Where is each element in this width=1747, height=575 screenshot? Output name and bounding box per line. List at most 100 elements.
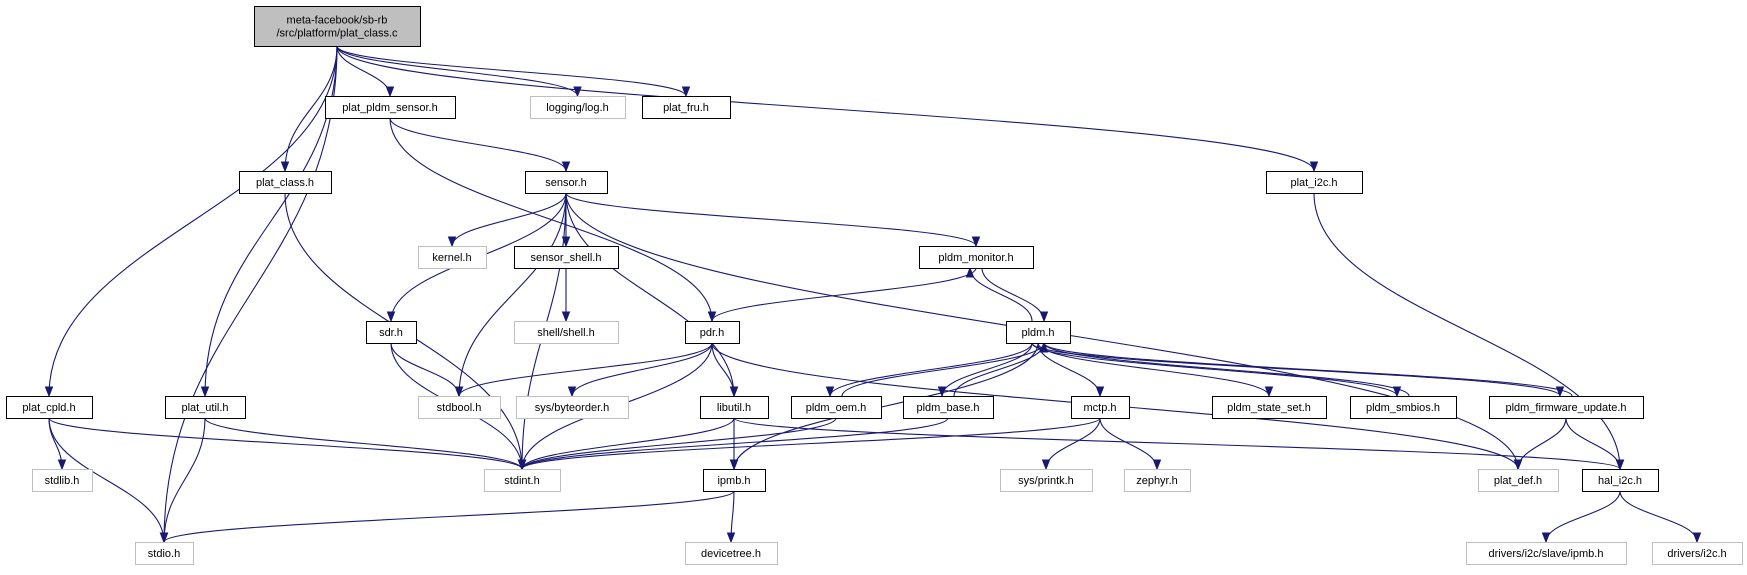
edge-line [829,342,1033,397]
arrowhead-icon [200,386,210,398]
node-box [254,6,421,47]
node-root[interactable]: meta-facebook/sb-rb/src/platform/plat_cl… [254,6,421,47]
edge-line [841,342,1045,397]
node-pldm[interactable]: pldm.h [1006,321,1071,344]
node-label: pldm.h [1021,327,1054,339]
node-box [418,246,487,269]
edge-line [1313,192,1621,470]
node-label: shell/shell.h [537,327,594,339]
node-plat-util[interactable]: plat_util.h [165,396,246,419]
edge-line [204,417,523,470]
edge-root-to-plat_fru [336,45,691,98]
node-label: plat_fru.h [663,102,709,114]
node-pldm-smbios[interactable]: pldm_smbios.h [1350,396,1457,419]
edge-pldm_smbios-to-pldm [1039,341,1410,397]
edge-pdr-to-libutil [711,342,739,398]
node-sys-printk: sys/printk.h [1000,469,1093,492]
node-stdlib: stdlib.h [32,469,93,492]
node-pdr[interactable]: pdr.h [685,321,740,344]
node-ipmb[interactable]: ipmb.h [703,469,766,492]
node-plat-class-h[interactable]: plat_class.h [239,171,332,194]
node-label: hal_i2c.h [1598,475,1642,487]
node-libutil[interactable]: libutil.h [700,396,769,419]
node-plat-fru[interactable]: plat_fru.h [642,96,731,119]
edge-pldm-to-pldm_base [937,342,1033,398]
arrowhead-icon [825,386,835,398]
node-plat-pldm-sensor[interactable]: plat_pldm_sensor.h [325,96,456,119]
node-box [1582,469,1659,492]
node-pldm-state-set[interactable]: pldm_state_set.h [1212,396,1327,419]
edge-libutil-to-stdint [517,417,735,471]
edge-line [981,267,1045,322]
node-label: sys/printk.h [1018,475,1074,487]
node-box [325,96,456,119]
arrowhead-icon [1615,459,1625,471]
node-sensor-shell[interactable]: sensor_shell.h [514,246,619,269]
edge-line [1043,342,1573,397]
node-plat-i2c[interactable]: plat_i2c.h [1266,171,1363,194]
node-label: pldm_state_set.h [1227,402,1311,414]
node-pldm-base[interactable]: pldm_base.h [903,396,994,419]
node-box [919,246,1034,269]
node-box [32,469,93,492]
edge-line [521,417,949,470]
node-zephyr: zephyr.h [1124,469,1191,492]
edge-line [711,267,977,322]
node-box [1478,469,1559,492]
node-label: pldm_base.h [917,402,980,414]
edge-root-to-stdio [159,45,338,544]
arrowhead-icon [44,386,54,398]
arrowhead-icon [1555,386,1565,398]
edge-line [521,417,837,470]
arrowhead-icon [57,459,67,471]
node-label: zephyr.h [1136,475,1178,487]
arrowhead-icon [1041,459,1051,471]
node-box [1652,542,1743,565]
node-box [1466,542,1627,565]
node-pldm-monitor[interactable]: pldm_monitor.h [919,246,1034,269]
node-box [1489,396,1644,419]
node-sdr[interactable]: sdr.h [366,321,417,344]
edge-line [336,45,1315,172]
node-box [514,246,619,269]
edge-line [284,45,338,172]
node-box [366,321,417,344]
edge-line [953,342,1045,397]
node-logging-log: logging/log.h [530,96,626,119]
node-box [703,469,766,492]
edge-pldm-to-mctp [1037,342,1105,398]
node-sensor[interactable]: sensor.h [525,171,608,194]
node-label: sys/byteorder.h [535,402,610,414]
arrowhead-icon [447,236,457,248]
edge-line [336,45,391,97]
edge-pldm_firmware_update-to-plat_def [1513,417,1567,471]
edge-pldm-to-pldm_state_set [1037,342,1274,398]
node-box [516,396,629,419]
node-pldm-firmware-update[interactable]: pldm_firmware_update.h [1489,396,1644,419]
edge-line [521,417,1101,470]
node-box [418,396,501,419]
node-mctp[interactable]: mctp.h [1071,396,1130,419]
node-pldm-oem[interactable]: pldm_oem.h [791,396,882,419]
edge-pdr-to-stdbool [454,342,713,398]
arrowhead-icon [1039,311,1049,323]
node-label: devicetree.h [701,548,761,560]
node-stdbool: stdbool.h [418,396,501,419]
edges-layer [44,45,1702,544]
node-box [903,396,994,419]
node-label: plat_class.h [256,177,314,189]
arrowhead-icon [573,86,582,98]
edge-line [336,45,687,97]
edge-pldm_firmware_update-to-pldm [1039,341,1573,397]
edge-root-to-plat_class_h [280,45,338,173]
node-label: sensor_shell.h [531,252,602,264]
edge-line [451,192,567,247]
node-label: sensor.h [545,177,587,189]
edge-plat_pldm_sensor-to-sensor [389,117,571,173]
node-plat-cpld[interactable]: plat_cpld.h [6,396,93,419]
node-sys-byteorder: sys/byteorder.h [516,396,629,419]
edge-libutil-to-hal_i2c [733,417,1625,471]
node-hal-i2c[interactable]: hal_i2c.h [1582,469,1659,492]
edge-ipmb-to-stdio [159,490,735,544]
node-label: stdio.h [148,548,180,560]
